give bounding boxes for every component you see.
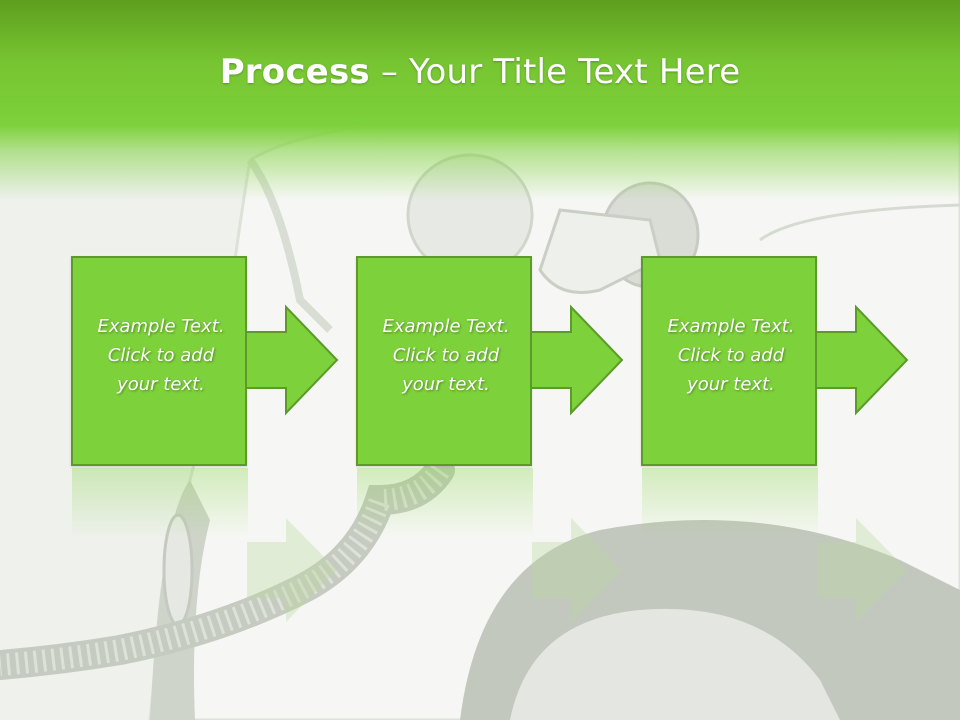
step-2-line-1: Example Text.	[382, 316, 510, 337]
step-1-line-3: your text.	[117, 374, 205, 395]
step-3-line-1: Example Text.	[667, 316, 795, 337]
arrow-right-icon-2	[532, 304, 624, 416]
step-1-reflection	[72, 468, 248, 538]
step-3-line-2: Click to add	[677, 345, 785, 366]
title-bold-word: Process	[219, 52, 370, 92]
arrow-right-icon-3	[817, 304, 909, 416]
step-2-line-3: your text.	[402, 374, 490, 395]
step-box-1[interactable]: Example Text. Click to add your text.	[71, 256, 247, 466]
step-box-2[interactable]: Example Text. Click to add your text.	[356, 256, 532, 466]
arrow-3-reflection	[817, 518, 907, 622]
step-2-line-2: Click to add	[392, 345, 500, 366]
step-3-line-3: your text.	[687, 374, 775, 395]
arrow-2-reflection	[532, 518, 622, 622]
step-1-line-2: Click to add	[107, 345, 215, 366]
slide-title[interactable]: Process – Your Title Text Here	[0, 52, 960, 92]
step-1-text[interactable]: Example Text. Click to add your text.	[81, 312, 241, 399]
step-3-reflection	[642, 468, 818, 538]
step-box-3[interactable]: Example Text. Click to add your text.	[641, 256, 817, 466]
step-2-reflection	[357, 468, 533, 538]
title-rest: – Your Title Text Here	[369, 52, 741, 92]
arrow-right-icon-1	[247, 304, 339, 416]
step-1-line-1: Example Text.	[97, 316, 225, 337]
arrow-1-reflection	[247, 518, 337, 622]
step-3-text[interactable]: Example Text. Click to add your text.	[651, 312, 811, 399]
step-2-text[interactable]: Example Text. Click to add your text.	[366, 312, 526, 399]
title-band	[0, 0, 960, 200]
